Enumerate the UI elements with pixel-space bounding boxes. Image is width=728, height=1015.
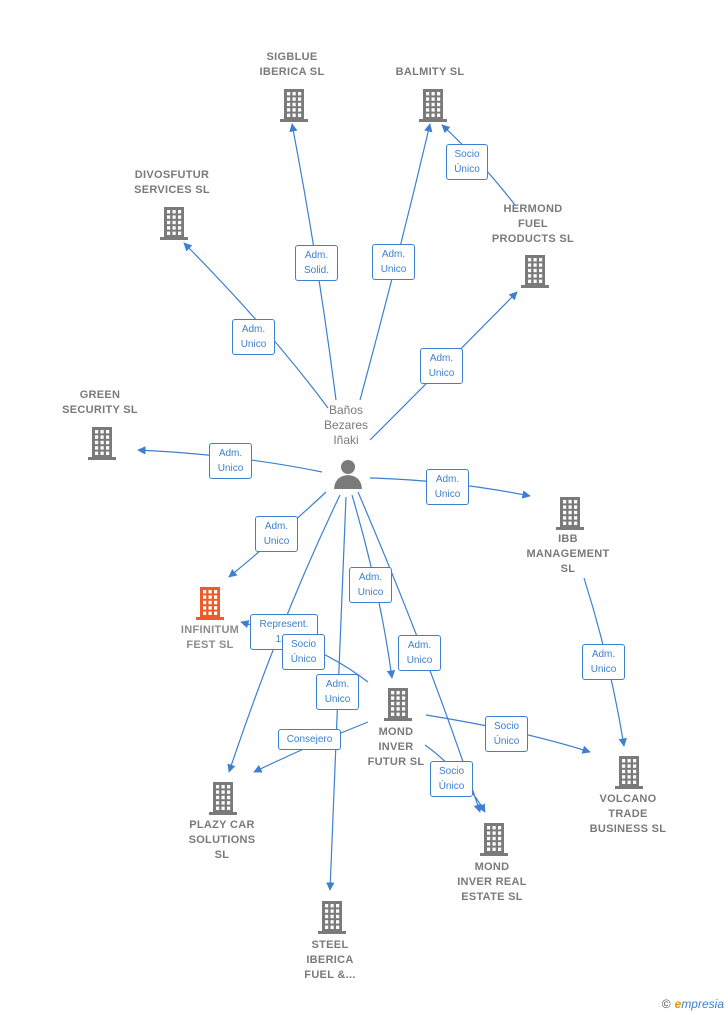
- company-label-volcano[interactable]: VOLCANO TRADE BUSINESS SL: [589, 793, 667, 835]
- person-icon[interactable]: [333, 458, 363, 490]
- relation-label-consejero[interactable]: Consejero: [278, 729, 341, 750]
- relation-label-hermond[interactable]: Adm. Unico: [420, 348, 463, 384]
- relation-label-balmity[interactable]: Adm. Unico: [372, 244, 415, 280]
- company-label-sigblue[interactable]: SIGBLUE IBERICA SL: [259, 51, 325, 78]
- company-label-mond-real[interactable]: MOND INVER REAL ESTATE SL: [457, 861, 527, 903]
- building-icon-sigblue[interactable]: [278, 86, 310, 122]
- building-icon-green[interactable]: [86, 424, 118, 460]
- relation-label-infinitum[interactable]: Adm. Unico: [255, 516, 298, 552]
- brand-name: mpresia: [681, 997, 724, 1011]
- relation-label-sigblue[interactable]: Adm. Solid.: [295, 245, 338, 281]
- building-icon-balmity[interactable]: [417, 86, 449, 122]
- building-icon-mond-futur[interactable]: [382, 685, 414, 721]
- building-icon-hermond[interactable]: [519, 252, 551, 288]
- brand-watermark: ©empresia: [662, 997, 724, 1011]
- copyright-symbol: ©: [661, 997, 671, 1011]
- building-icon-plazy[interactable]: [207, 779, 239, 815]
- building-icon-ibb[interactable]: [554, 494, 586, 530]
- company-label-steel[interactable]: STEEL IBERICA FUEL &...: [304, 939, 356, 981]
- relation-label-green[interactable]: Adm. Unico: [209, 443, 252, 479]
- building-icon-volcano[interactable]: [613, 753, 645, 789]
- relation-label-socio-infinitum[interactable]: Socio Único: [282, 634, 325, 670]
- relation-label-ibb-volcano[interactable]: Adm. Unico: [582, 644, 625, 680]
- relation-label-steel[interactable]: Adm. Unico: [316, 674, 359, 710]
- building-icon-infinitum[interactable]: [194, 584, 226, 620]
- company-label-green[interactable]: GREEN SECURITY SL: [62, 389, 138, 416]
- relation-label-mond-real[interactable]: Adm. Unico: [398, 635, 441, 671]
- company-label-balmity[interactable]: BALMITY SL: [395, 66, 465, 78]
- building-icon-mond-real[interactable]: [478, 820, 510, 856]
- building-icon-steel[interactable]: [316, 898, 348, 934]
- company-label-plazy[interactable]: PLAZY CAR SOLUTIONS SL: [188, 819, 256, 861]
- building-icon-divosfutur[interactable]: [158, 204, 190, 240]
- company-label-mond-futur[interactable]: MOND INVER FUTUR SL: [367, 726, 425, 768]
- brand-e-letter: e: [674, 997, 682, 1011]
- company-label-hermond[interactable]: HERMOND FUEL PRODUCTS SL: [491, 203, 575, 245]
- relation-label-socio-volcano[interactable]: Socio Único: [485, 716, 528, 752]
- company-label-divosfutur[interactable]: DIVOSFUTUR SERVICES SL: [134, 169, 210, 196]
- relation-label-hermond-balmity[interactable]: Socio Único: [446, 144, 488, 180]
- person-name[interactable]: Baños Bezares Iñaki: [323, 403, 369, 447]
- relation-label-mond-futur[interactable]: Adm. Unico: [349, 567, 392, 603]
- relation-label-divosfutur[interactable]: Adm. Unico: [232, 319, 275, 355]
- relation-label-socio-mond-real[interactable]: Socio Único: [430, 761, 473, 797]
- company-label-ibb[interactable]: IBB MANAGEMENT SL: [526, 533, 610, 575]
- company-label-infinitum[interactable]: INFINITUM FEST SL: [180, 624, 240, 651]
- relation-label-ibb[interactable]: Adm. Unico: [426, 469, 469, 505]
